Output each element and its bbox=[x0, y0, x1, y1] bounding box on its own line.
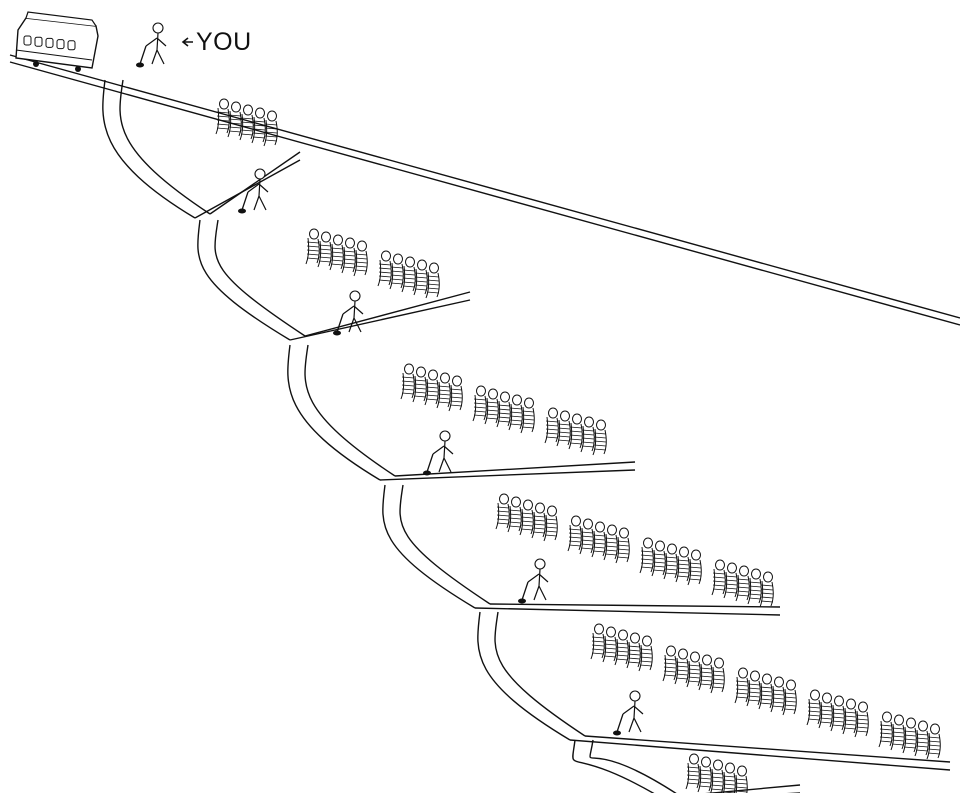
tied-people-icon bbox=[639, 537, 702, 586]
tied-people-icon bbox=[590, 623, 653, 672]
tied-people-icon bbox=[806, 689, 869, 738]
branch-curve bbox=[477, 611, 571, 741]
branch-track bbox=[569, 739, 951, 771]
branch-curve bbox=[102, 79, 196, 219]
branch-curve-rail bbox=[214, 219, 306, 337]
branch-track-rail bbox=[394, 461, 636, 477]
tied-people-icon bbox=[662, 645, 725, 694]
lever-operator-icon bbox=[423, 430, 454, 476]
branch-curve-rail bbox=[494, 611, 586, 737]
branch-track-rail bbox=[304, 291, 471, 337]
branch-track-rail bbox=[489, 603, 781, 608]
lever-operator-icon bbox=[518, 558, 549, 604]
tied-people-icon bbox=[400, 363, 463, 412]
lever-operator-icon bbox=[333, 290, 364, 336]
branch-curve bbox=[197, 219, 291, 341]
branch-curve-rail bbox=[304, 344, 396, 477]
tracks bbox=[9, 54, 960, 793]
tied-people-icon bbox=[215, 98, 278, 147]
branch-track bbox=[379, 469, 636, 481]
branch-curve bbox=[572, 739, 655, 793]
tied-people-icon bbox=[685, 753, 748, 793]
tied-people-icon bbox=[544, 407, 607, 456]
tied-people-icon bbox=[567, 515, 630, 564]
branch-track-rail bbox=[209, 151, 301, 215]
branch-track bbox=[474, 607, 781, 616]
lever-operator-icon bbox=[613, 690, 644, 736]
branch-track-rail bbox=[705, 784, 801, 793]
main-track bbox=[9, 54, 960, 319]
branch-curve bbox=[382, 484, 476, 609]
tied-people-icon bbox=[734, 667, 797, 716]
lever-operators bbox=[136, 22, 644, 736]
lever-operator-icon bbox=[136, 22, 167, 68]
tied-people-icon bbox=[377, 250, 440, 299]
you-label: YOU bbox=[196, 28, 252, 56]
branch-track bbox=[289, 299, 471, 341]
branch-track-rail bbox=[584, 735, 951, 763]
tied-people-icon bbox=[305, 228, 368, 277]
arrow-left-icon bbox=[181, 37, 193, 47]
branch-curve-rail bbox=[589, 739, 677, 793]
trolley-icon bbox=[15, 11, 99, 72]
lever-operator-icon bbox=[238, 168, 269, 214]
tied-people bbox=[215, 98, 941, 793]
branch-curve bbox=[287, 344, 381, 481]
branch-curve-rail bbox=[399, 484, 491, 605]
tied-people-icon bbox=[878, 711, 941, 760]
tied-people-icon bbox=[711, 559, 774, 608]
tied-people-icon bbox=[495, 493, 558, 542]
branch-curve-rail bbox=[119, 79, 211, 215]
main-track-rail bbox=[9, 61, 960, 326]
tied-people-icon bbox=[472, 385, 535, 434]
